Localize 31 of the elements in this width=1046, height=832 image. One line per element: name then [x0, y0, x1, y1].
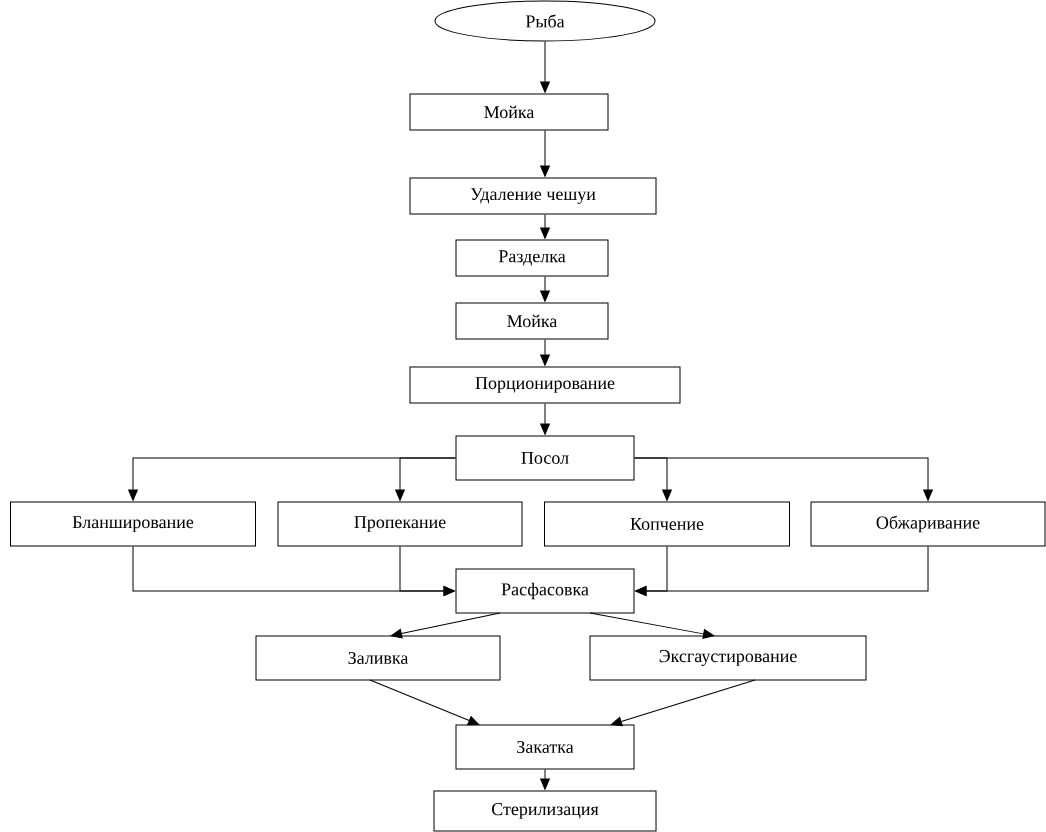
- process-box: Мойка: [409, 93, 609, 131]
- arrow: [395, 457, 456, 501]
- process-box: Заливка: [255, 635, 501, 681]
- arrow: [589, 612, 715, 639]
- process-box: Пропекание: [277, 501, 523, 547]
- process-box: Закатка: [455, 724, 635, 770]
- process-box: Стерилизация: [433, 790, 657, 832]
- arrow: [540, 276, 550, 302]
- process-box: Удаление чешуи: [409, 177, 657, 215]
- process-box: Разделка: [455, 239, 609, 277]
- arrow: [610, 679, 756, 727]
- process-box: Копчение: [544, 501, 790, 547]
- process-box: Эксгаустирование: [589, 635, 867, 681]
- process-box: Обжаривание: [810, 501, 1046, 547]
- process-box: Посол: [455, 435, 635, 481]
- oval: Рыба: [434, 0, 656, 42]
- arrow: [390, 612, 501, 639]
- process-box: Бланширование: [10, 501, 256, 547]
- process-box: Мойка: [455, 302, 609, 340]
- arrow: [399, 546, 455, 596]
- process-box: Порционирование: [409, 366, 681, 404]
- arrow: [540, 130, 550, 177]
- arrow: [540, 339, 550, 366]
- arrow: [634, 457, 933, 501]
- arrow: [540, 403, 550, 435]
- arrow: [635, 546, 929, 596]
- arrow: [540, 41, 550, 93]
- arrow: [369, 679, 480, 726]
- process-box: Расфасовка: [455, 568, 635, 614]
- arrow: [540, 214, 550, 239]
- arrow: [540, 769, 550, 790]
